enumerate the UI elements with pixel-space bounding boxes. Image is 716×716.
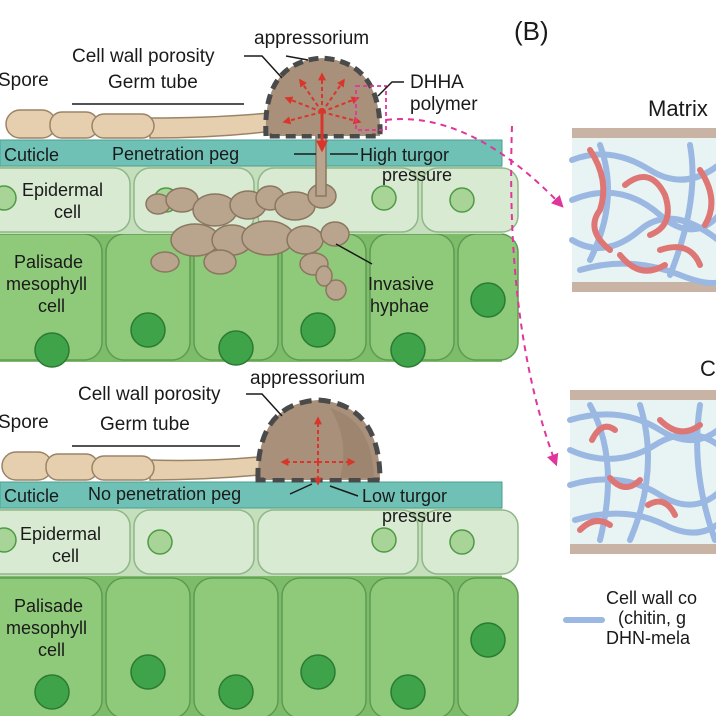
chloroplast [470,282,506,318]
nucleus [147,529,173,555]
high-turgor-line1: High turgor [360,145,449,165]
bottom-cell-wall-porosity-label: Cell wall porosity [78,384,221,405]
connector-arrow-top [385,118,564,208]
bottom-epidermal-layer [0,508,519,576]
dhha-highlight-box [355,85,387,131]
nucleus [449,529,475,555]
matrix-box-bottom [567,390,716,554]
leader-lines [72,55,404,497]
legend-line3: DHN-mela [606,628,691,648]
top-turgor-arrows [282,72,362,125]
bottom-panel [0,397,519,716]
dhha-label-line1: DHHA [410,72,464,93]
matrix-title: Matrix [648,96,708,121]
top-spore-germtube [5,109,283,139]
bottom-box-title: C [700,356,716,381]
top-spore-label: Spore [0,70,49,91]
bottom-cuticle [0,481,503,509]
labels: (B) Spore Germ tube Cell wall porosity a… [0,16,716,660]
top-appressorium-label: appressorium [254,28,369,49]
bottom-palisade-line2: mesophyll [6,618,87,638]
top-palisade-line3: cell [38,296,65,316]
chloroplast [300,312,336,348]
bottom-germ-tube-label: Germ tube [100,414,190,435]
bottom-appressorium-label: appressorium [250,368,365,389]
nucleus [0,527,17,553]
chloroplast [218,674,254,710]
top-epidermal-line2: cell [54,202,81,222]
nucleus [0,185,17,211]
penetration-peg-label: Penetration peg [112,144,239,164]
connector-arrow-bottom [510,125,559,467]
top-cell-wall-porosity-label: Cell wall porosity [72,46,215,67]
nucleus [371,527,397,553]
matrix-box-top [569,128,716,292]
chloroplast [390,332,426,368]
no-penetration-peg-label: No penetration peg [88,484,241,504]
bottom-cuticle-label: Cuticle [4,486,59,506]
chloroplast [390,674,426,710]
top-palisade-layer [0,232,519,368]
nucleus [449,187,475,213]
chloroplast [470,622,506,658]
bottom-epidermal-line1: Epidermal [20,524,101,544]
bottom-turgor-arrows [280,416,356,486]
top-palisade-line2: mesophyll [6,274,87,294]
top-panel [0,55,519,368]
top-cuticle-label: Cuticle [4,145,59,165]
bottom-spore-germtube [1,451,271,481]
invasive-hyphae-line1: Invasive [368,274,434,294]
dhha-label-line2: polymer [410,94,478,115]
low-turgor-line2: pressure [382,506,452,526]
top-epidermal-line1: Epidermal [22,180,103,200]
legend-line2: (chitin, g [618,608,686,628]
high-turgor-line2: pressure [382,165,452,185]
chloroplast [218,330,254,366]
invasive-hyphae-line2: hyphae [370,296,429,316]
chloroplast [300,654,336,690]
panel-b [385,118,716,623]
bottom-palisade-layer [0,576,519,716]
chloroplast [130,654,166,690]
top-germ-tube-label: Germ tube [108,72,198,93]
chloroplast [34,674,70,710]
nucleus [371,185,397,211]
top-palisade-line1: Palisade [14,252,83,272]
chloroplast [130,312,166,348]
bottom-palisade-line1: Palisade [14,596,83,616]
chloroplast [34,332,70,368]
low-turgor-line1: Low turgor [362,486,447,506]
bottom-epidermal-line2: cell [52,546,79,566]
panel-b-label: (B) [514,16,549,46]
invasive-hyphae [145,183,350,301]
bottom-palisade-line3: cell [38,640,65,660]
bottom-spore-label: Spore [0,412,49,433]
legend-line1: Cell wall co [606,588,697,608]
